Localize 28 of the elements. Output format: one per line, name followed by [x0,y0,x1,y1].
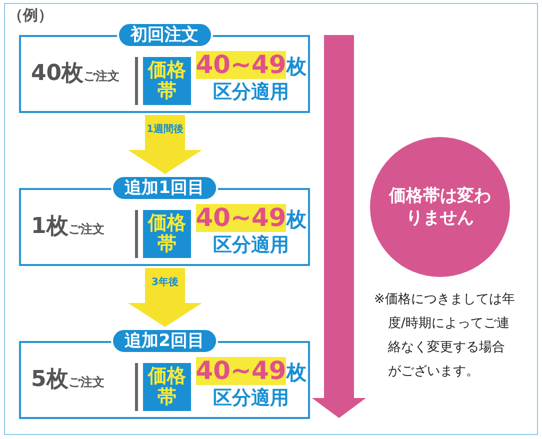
range-value: 40~49 [196,204,286,232]
order-suffix: ご注文 [84,70,120,82]
edge-label: 1週間後 [146,125,184,135]
order-suffix: ご注文 [68,376,104,388]
price-band-badge: 価格帯 [143,57,191,105]
order-quantity: 5枚 [31,369,68,391]
order-suffix: ご注文 [68,223,104,235]
range-note: 区分適用 [213,386,289,410]
price-band-badge: 価格帯 [143,210,191,258]
edge-label: 3年後 [152,278,178,288]
circle-badge: 価格帯は変わりません [370,137,510,277]
down-arrow [128,268,202,327]
range-note: 区分適用 [213,233,289,257]
range-value: 40~49 [196,357,286,385]
down-arrow [128,115,202,174]
range-unit: 枚 [286,206,306,233]
order-quantity: 1枚 [31,216,68,238]
example-label: （例） [8,5,53,26]
range-note: 区分適用 [213,80,289,104]
step-heading: 追加1回目 [110,175,218,201]
range-unit: 枚 [286,53,306,80]
step-heading: 追加2回目 [110,328,218,354]
step-heading: 初回注文 [116,22,212,48]
price-band-badge: 価格帯 [143,363,191,411]
range-unit: 枚 [286,359,306,386]
note-text: ※価格につきましては年度/時期によってご連絡なく変更する場合がございます。 [374,291,516,381]
range-value: 40~49 [196,51,286,79]
order-quantity: 40枚 [31,63,84,85]
